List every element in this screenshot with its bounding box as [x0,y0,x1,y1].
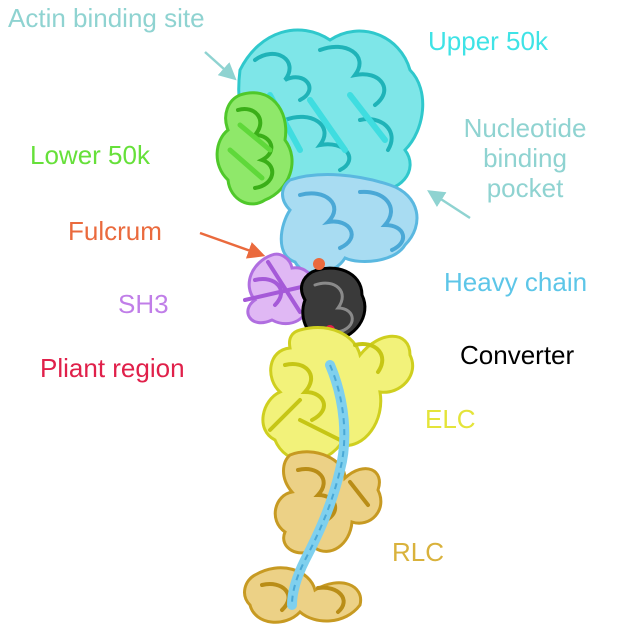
label-converter: Converter [460,340,575,370]
nucleotide-pocket-arrow [427,190,471,220]
label-pliant-region: Pliant region [40,353,185,383]
actin-binding-arrow [204,51,237,81]
label-nucleotide-line-2: binding [483,143,567,173]
label-nucleotide-line-3: pocket [486,173,564,203]
label-nucleotide-binding-pocket: Nucleotide binding pocket [440,113,610,203]
label-rlc: RLC [392,537,445,567]
fulcrum-arrow [199,231,266,259]
label-sh3: SH3 [118,289,169,319]
label-actin-binding-site: Actin binding site [8,3,205,33]
label-lower-50k: Lower 50k [30,140,150,170]
label-upper-50k: Upper 50k [428,26,548,56]
label-elc: ELC [425,404,476,434]
heavy-chain-core [279,173,419,275]
label-fulcrum: Fulcrum [68,216,162,246]
lower-50k-domain [215,91,294,206]
fulcrum-site [313,258,325,270]
label-heavy-chain: Heavy chain [444,267,588,297]
sh3-domain [243,252,315,326]
label-nucleotide-line-1: Nucleotide [463,113,587,143]
